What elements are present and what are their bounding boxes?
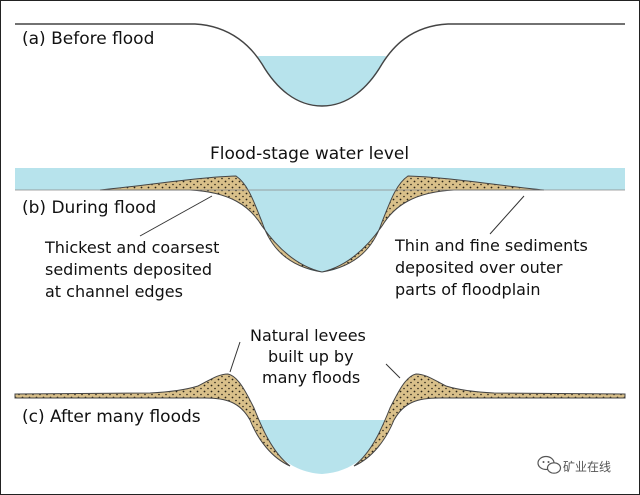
panel-c-water [258, 420, 386, 474]
panel-c-label: (c) After many floods [22, 407, 201, 427]
watermark: 矿业在线 [537, 455, 611, 474]
panel-c: Natural levees built up by many floods (… [14, 326, 626, 474]
panel-a-ground-line [15, 23, 625, 107]
left-note-line-2: sediments deposited [45, 260, 212, 279]
right-note-pointer [489, 195, 525, 235]
panel-b-sediment-left [99, 175, 323, 273]
right-note-line-2: deposited over outer [395, 258, 563, 277]
levee-pointer-right [385, 363, 401, 379]
wechat-icon [537, 455, 562, 474]
panel-a: (a) Before flood [15, 23, 625, 107]
levee-note-line-3: many floods [262, 368, 360, 387]
panel-b-sediment-right [321, 175, 545, 273]
left-note-pointer [139, 195, 213, 237]
panel-b-channel-water [248, 186, 396, 272]
levee-note-line-1: Natural levees [250, 326, 366, 345]
right-note-line-3: parts of floodplain [395, 280, 541, 299]
panel-a-water [258, 56, 386, 106]
left-note-line-3: at channel edges [45, 282, 183, 301]
flood-stage-label: Flood-stage water level [210, 144, 409, 164]
panel-c-floodplain-right [353, 373, 626, 467]
watermark-text: 矿业在线 [563, 460, 611, 474]
levee-note-line-2: built up by [268, 347, 354, 366]
panel-b: Flood-stage water level (b) During flood… [15, 144, 625, 301]
left-note-line-1: Thickest and coarsest [44, 238, 219, 257]
panel-b-label: (b) During flood [22, 198, 156, 218]
panel-a-label: (a) Before flood [22, 29, 154, 49]
right-note-line-1: Thin and fine sediments [394, 236, 588, 255]
panel-c-floodplain-left [14, 373, 291, 467]
levee-pointer-left [229, 341, 241, 373]
